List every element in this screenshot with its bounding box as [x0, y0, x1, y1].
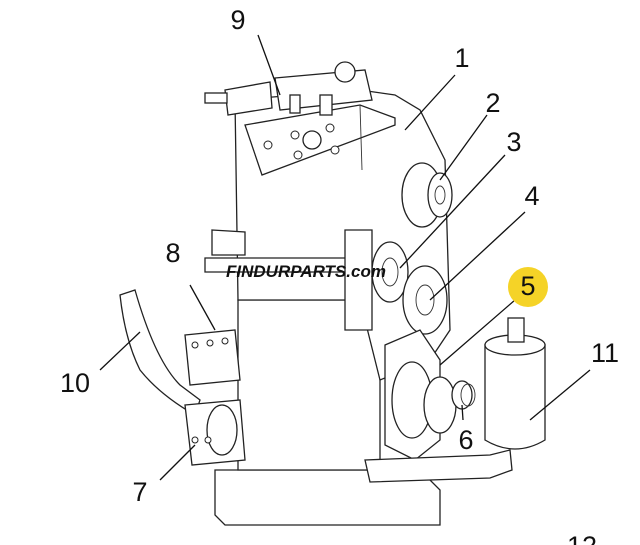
output-flange-upper: [401, 162, 453, 228]
valve-port-2: [289, 94, 301, 114]
callout-5-highlight: [508, 267, 548, 307]
shape: [381, 257, 399, 287]
leader-11: [529, 369, 591, 421]
bolt: [191, 436, 199, 444]
leader-3: [399, 154, 506, 269]
shape: [371, 241, 409, 303]
callout-8[interactable]: 8: [165, 238, 180, 268]
shape: [434, 185, 446, 205]
callout-7[interactable]: 7: [132, 477, 147, 507]
shape: [402, 265, 448, 335]
bolt: [263, 140, 273, 150]
case-edge: [359, 104, 363, 171]
callout-12[interactable]: 12: [567, 531, 597, 545]
pump-drive-flange: [384, 329, 476, 461]
charge-pump: [184, 399, 246, 466]
bolt: [293, 150, 303, 160]
callout-6[interactable]: 6: [458, 425, 473, 455]
callout-11[interactable]: 11: [591, 338, 619, 368]
callout-1[interactable]: 1: [454, 43, 469, 73]
control-valve: [204, 61, 373, 160]
leader-9: [257, 34, 281, 96]
shape: [427, 172, 453, 218]
left-boss-upper: [211, 229, 246, 256]
oil-filter: [364, 317, 546, 483]
bolt: [330, 145, 340, 155]
left-bracket: [184, 329, 241, 386]
bolt: [221, 337, 229, 345]
leader-7: [159, 444, 196, 481]
filter-cap: [507, 317, 525, 343]
bolt: [206, 339, 214, 347]
output-flange-middle: [371, 241, 409, 303]
shape: [460, 383, 476, 407]
leader-5: [439, 299, 516, 366]
valve-port-1: [319, 94, 333, 116]
shape: [206, 404, 238, 456]
leader-6: [461, 404, 464, 421]
callout-3[interactable]: 3: [506, 127, 521, 157]
leader-4: [429, 211, 526, 301]
right-rib: [344, 229, 373, 331]
bolt: [204, 436, 212, 444]
shape: [184, 329, 241, 386]
shape: [415, 284, 435, 316]
top-port: [302, 130, 322, 150]
valve-knob: [334, 61, 356, 83]
filter-pipe: [364, 449, 513, 483]
shape: [484, 344, 546, 450]
callout-4[interactable]: 4: [524, 181, 539, 211]
valve-stem: [204, 92, 228, 104]
callout-2[interactable]: 2: [485, 88, 500, 118]
bolt: [191, 341, 199, 349]
bolt: [290, 130, 300, 140]
watermark-text: FINDURPARTS.com: [226, 262, 386, 281]
callout-10[interactable]: 10: [60, 368, 90, 398]
leader-8: [189, 284, 216, 331]
leader-2: [439, 114, 488, 181]
transmission-housing: [204, 89, 451, 526]
callout-5[interactable]: 5: [520, 271, 535, 301]
leader-1: [404, 74, 456, 131]
shape: [423, 376, 457, 434]
callout-9[interactable]: 9: [230, 5, 245, 35]
spring-coupling: [451, 380, 473, 410]
leader-10: [99, 331, 141, 371]
suction-pipe: [119, 289, 201, 416]
leader-lines: [99, 34, 591, 481]
bolt: [325, 123, 335, 133]
output-flange-lower: [402, 265, 448, 335]
valve-body: [224, 81, 273, 116]
